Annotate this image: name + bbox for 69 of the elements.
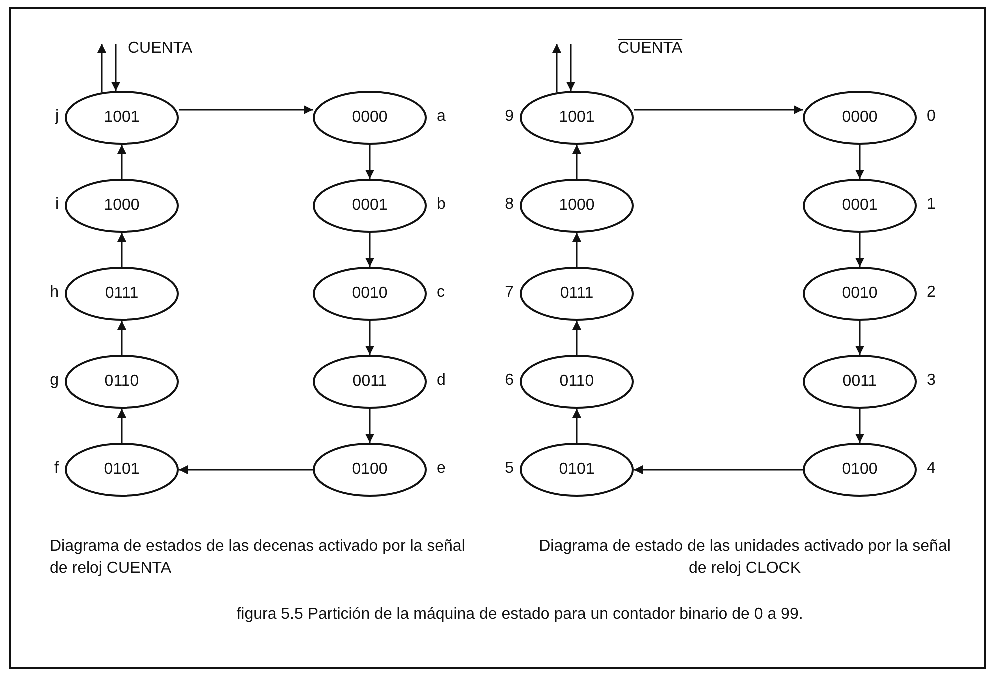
transition-arrow <box>634 466 803 474</box>
state-code: 0100 <box>842 461 878 479</box>
signal-name: CUENTA <box>128 39 194 59</box>
transition-arrow <box>112 44 120 92</box>
state-name: 0 <box>927 108 936 126</box>
transition-arrow <box>572 409 582 443</box>
state-code: 0011 <box>352 373 388 391</box>
transition-arrow <box>118 145 126 179</box>
transition-arrow <box>366 233 374 267</box>
state-name: 2 <box>927 284 936 302</box>
state-code: 0110 <box>104 373 140 391</box>
state-name: b <box>437 196 446 214</box>
state-name: 3 <box>927 372 936 390</box>
state-code: 0111 <box>105 285 139 303</box>
transition-arrow <box>366 145 374 179</box>
state-code: 0111 <box>560 285 594 303</box>
transition-arrow <box>366 409 374 443</box>
state-name: g <box>50 372 59 390</box>
state-code: 0110 <box>560 373 594 391</box>
state-name: h <box>50 284 59 302</box>
state-name: 4 <box>927 460 936 478</box>
figure-caption: figura 5.5 Partición de la máquina de estado para un contador binario de 0 a 99. <box>236 606 804 624</box>
signal-name: CUENTA <box>618 39 684 59</box>
transition-arrow <box>118 233 126 267</box>
state-code: 0101 <box>104 461 140 479</box>
state-name: f <box>54 460 59 478</box>
transition-arrow <box>118 321 126 355</box>
transition-arrow <box>552 44 562 93</box>
diagram-subtitle: Diagrama de estados de las decenas activado por la señal de reloj CUENTA <box>50 537 466 579</box>
transition-arrow <box>179 106 313 114</box>
state-code: 0100 <box>352 461 388 479</box>
state-name: i <box>55 196 59 214</box>
state-code: 1001 <box>104 109 140 127</box>
state-code: 0101 <box>559 461 595 479</box>
state-code: 0010 <box>352 285 388 303</box>
state-code: 1001 <box>559 109 595 127</box>
transition-arrow <box>856 409 864 443</box>
diagram-subtitle: Diagrama de estado de las unidades activado por la señal de reloj CLOCK <box>538 537 952 579</box>
state-code: 1000 <box>104 197 140 215</box>
transition-arrow <box>179 466 313 474</box>
state-name: 8 <box>505 196 514 214</box>
state-code: 0001 <box>842 197 878 215</box>
state-name: j <box>55 108 59 126</box>
state-name: c <box>437 284 445 302</box>
transition-arrow <box>366 321 374 355</box>
transition-arrow <box>856 321 864 355</box>
state-name: 6 <box>505 372 514 390</box>
transition-arrow <box>572 145 582 179</box>
state-code: 0001 <box>352 197 388 215</box>
transition-arrow <box>118 409 126 443</box>
transition-arrow <box>572 233 582 267</box>
state-code: 0010 <box>842 285 878 303</box>
state-code: 1000 <box>559 197 595 215</box>
state-name: d <box>437 372 446 390</box>
transition-arrow <box>566 44 576 92</box>
transition-arrow <box>856 145 864 179</box>
state-name: 5 <box>505 460 514 478</box>
transition-arrow <box>572 321 582 355</box>
transition-arrow <box>856 233 864 267</box>
state-code: 0000 <box>842 109 878 127</box>
state-name: 1 <box>927 196 936 214</box>
state-code: 0000 <box>352 109 388 127</box>
state-name: 7 <box>505 284 514 302</box>
transition-arrow <box>98 44 106 93</box>
state-code: 0011 <box>842 373 878 391</box>
state-name: a <box>437 108 446 126</box>
transition-arrow <box>634 106 803 114</box>
state-name: e <box>437 460 446 478</box>
state-name: 9 <box>505 108 514 126</box>
